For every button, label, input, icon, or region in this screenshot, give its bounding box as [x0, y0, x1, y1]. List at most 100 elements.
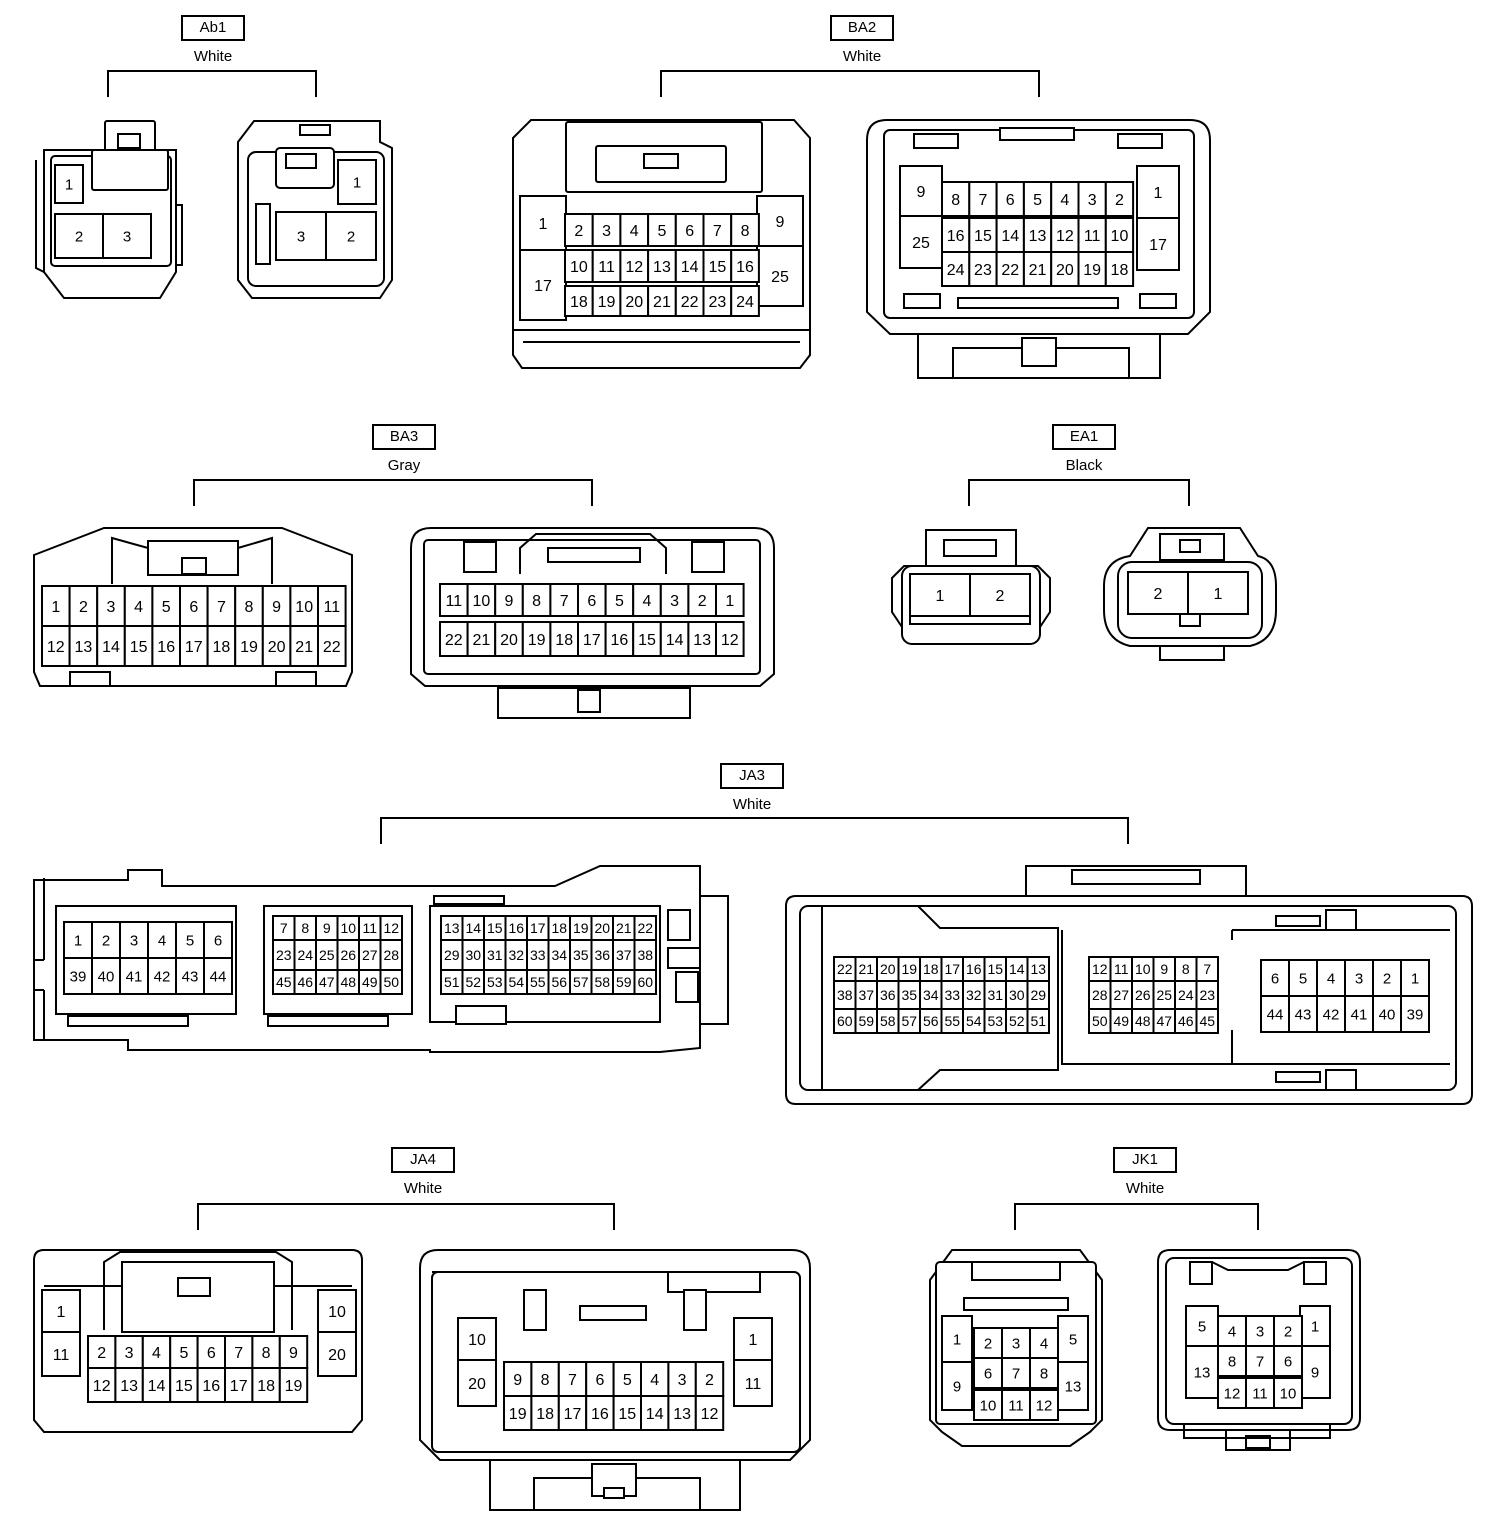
pin-number: 20 [468, 1376, 486, 1393]
pin-number: 23 [276, 947, 292, 963]
pin-cell: 27 [1109, 980, 1133, 1010]
pin-number: 20 [500, 632, 518, 649]
connector-color-ea1: Black [1065, 457, 1103, 474]
pin-cell: 5 [612, 1361, 642, 1397]
pin-box [612, 1361, 642, 1397]
pin-cell: 26 [336, 939, 360, 971]
pin-number: 17 [583, 632, 601, 649]
pin-number: 49 [362, 974, 378, 990]
pin-cell: 17 [224, 1367, 254, 1403]
housing-outline [463, 541, 497, 573]
housing-outline [579, 1305, 647, 1321]
pin-number: 14 [465, 920, 481, 936]
pin-cell: 8 [234, 585, 264, 627]
pin-number: 12 [721, 632, 739, 649]
pin-cell: 17 [577, 621, 607, 657]
pin-cell: 8 [1217, 1345, 1247, 1377]
pin-box [251, 1367, 281, 1403]
pin-cell: 38 [833, 980, 857, 1010]
pin-cell: 5 [1185, 1305, 1219, 1347]
pin-number: 25 [912, 235, 930, 252]
pin-cell: 2 [687, 583, 718, 617]
pin-number: 1 [74, 932, 82, 949]
pin-cell: 23 [968, 251, 998, 287]
pin-cell: 4 [147, 921, 177, 959]
pin-box [702, 249, 733, 283]
pin-number: 4 [1040, 1335, 1048, 1352]
pin-cell: 43 [175, 957, 205, 995]
pin-cell: 21 [647, 285, 677, 317]
pin-number: 18 [551, 920, 567, 936]
pin-cell: 15 [123, 625, 154, 667]
connector-bracket [197, 1203, 615, 1230]
pin-cell: 21 [1022, 251, 1053, 287]
pin-cell: 8 [941, 181, 971, 217]
pin-number: 46 [297, 974, 313, 990]
pin-box [317, 585, 347, 627]
pin-cell: 12 [87, 1367, 117, 1403]
housing-outline [1275, 915, 1321, 927]
pin-number: 22 [445, 632, 463, 649]
pin-number: 10 [328, 1304, 346, 1321]
pin-cell: 7 [206, 585, 237, 627]
pin-cell: 11 [439, 583, 469, 617]
pin-number: 21 [295, 639, 313, 656]
pin-number: 17 [185, 639, 203, 656]
pin-number: 1 [1411, 970, 1419, 987]
pin-box [941, 1315, 973, 1363]
pin-cell: 14 [461, 915, 485, 941]
pin-cell: 30 [1005, 980, 1029, 1010]
pin-number: 6 [207, 1345, 216, 1362]
pin-cell: 19 [521, 621, 552, 657]
pin-number: 12 [701, 1406, 719, 1423]
pin-cell: 28 [1088, 980, 1112, 1010]
pin-number: 14 [666, 632, 684, 649]
pin-cell: 6 [995, 181, 1025, 217]
pin-number: 44 [210, 968, 227, 985]
housing-outline [957, 297, 1119, 309]
pin-cell: 10 [466, 583, 497, 617]
pin-cell: 4 [1050, 181, 1080, 217]
pin-number: 16 [591, 1406, 609, 1423]
pin-number: 2 [97, 1345, 106, 1362]
pin-number: 33 [944, 987, 960, 1003]
pin-cell: 20 [1050, 251, 1080, 287]
connector-id-jk1: JK1 [1113, 1147, 1177, 1173]
pin-cell: 6 [973, 1357, 1003, 1389]
pin-box [196, 1367, 227, 1403]
pin-cell: 13 [1022, 217, 1053, 253]
pin-cell: 1 [54, 164, 84, 204]
pin-number: 9 [272, 599, 281, 616]
pin-cell: 7 [1245, 1345, 1275, 1377]
pin-cell: 1 [41, 585, 71, 627]
pin-number: 54 [966, 1013, 982, 1029]
pin-number: 19 [573, 920, 589, 936]
pin-cell: 17 [940, 956, 964, 982]
pin-number: 12 [1092, 961, 1108, 977]
pin-cell: 19 [897, 956, 921, 982]
pin-cell: 16 [504, 915, 528, 941]
pin-cell: 5 [175, 921, 205, 959]
pin-cell: 33 [940, 980, 964, 1010]
housing-outline [1179, 613, 1201, 627]
pin-number: 22 [1001, 262, 1019, 279]
pin-number: 10 [473, 593, 491, 610]
pin-cell: 24 [1174, 980, 1198, 1010]
pin-number: 18 [536, 1406, 554, 1423]
pin-number: 15 [987, 961, 1003, 977]
pin-number: 7 [560, 593, 569, 610]
pin-number: 24 [736, 294, 754, 311]
pin-box [530, 1395, 560, 1431]
pin-box [1245, 1377, 1275, 1409]
pin-cell: 20 [876, 956, 900, 982]
pin-cell: 1 [909, 573, 971, 617]
pin-cell: 45 [272, 969, 296, 995]
pin-cell: 13 [114, 1367, 144, 1403]
pin-box [317, 625, 347, 667]
pin-number: 17 [944, 961, 960, 977]
pin-cell: 50 [1088, 1008, 1112, 1034]
